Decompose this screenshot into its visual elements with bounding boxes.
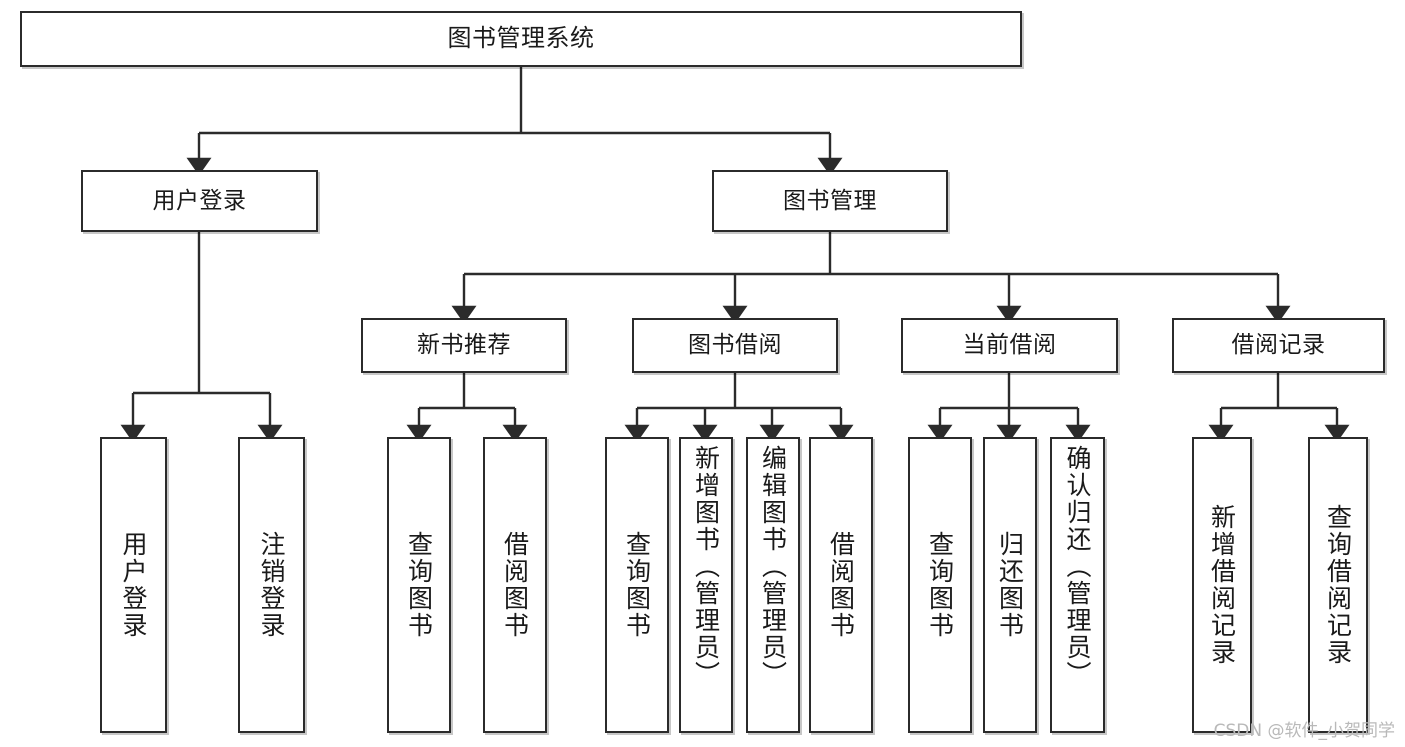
leaf-confirm-return-admin[interactable]: 确认归还（管理员） bbox=[1050, 437, 1105, 733]
node-label: 查询图书 bbox=[622, 531, 652, 639]
node-label: 用户登录 bbox=[152, 187, 247, 214]
leaf-query-borrow-record[interactable]: 查询借阅记录 bbox=[1308, 437, 1368, 733]
leaf-borrow-book-recommend[interactable]: 借阅图书 bbox=[483, 437, 547, 733]
csdn-watermark: CSDN @软件_小贺同学 bbox=[1213, 721, 1395, 741]
node-label: 借阅记录 bbox=[1231, 332, 1326, 359]
node-new-book-recommend[interactable]: 新书推荐 bbox=[361, 318, 567, 373]
node-user-login[interactable]: 用户登录 bbox=[81, 170, 318, 232]
node-label: 新增借阅记录 bbox=[1207, 504, 1237, 666]
node-label: 当前借阅 bbox=[962, 332, 1057, 359]
leaf-query-book-borrow[interactable]: 查询图书 bbox=[605, 437, 669, 733]
node-root-book-management-system[interactable]: 图书管理系统 bbox=[20, 11, 1022, 67]
leaf-borrow-book[interactable]: 借阅图书 bbox=[809, 437, 873, 733]
node-label: 图书管理系统 bbox=[447, 24, 595, 53]
node-label: 用户登录 bbox=[119, 531, 148, 639]
node-label: 查询图书 bbox=[925, 531, 955, 639]
leaf-add-borrow-record[interactable]: 新增借阅记录 bbox=[1192, 437, 1252, 733]
node-label: 确认归还（管理员） bbox=[1063, 445, 1092, 688]
node-label: 查询借阅记录 bbox=[1323, 504, 1353, 666]
leaf-query-book-current[interactable]: 查询图书 bbox=[908, 437, 972, 733]
node-label: 新书推荐 bbox=[417, 332, 511, 359]
node-book-borrow[interactable]: 图书借阅 bbox=[632, 318, 838, 373]
node-label: 查询图书 bbox=[404, 531, 434, 639]
leaf-user-login[interactable]: 用户登录 bbox=[100, 437, 167, 733]
leaf-edit-book-admin[interactable]: 编辑图书（管理员） bbox=[746, 437, 800, 733]
node-book-management[interactable]: 图书管理 bbox=[712, 170, 948, 232]
node-label: 图书管理 bbox=[783, 187, 877, 214]
leaf-query-book-recommend[interactable]: 查询图书 bbox=[387, 437, 451, 733]
node-label: 新增图书（管理员） bbox=[691, 445, 721, 688]
node-borrow-record[interactable]: 借阅记录 bbox=[1172, 318, 1385, 373]
node-label: 注销登录 bbox=[257, 531, 286, 639]
node-label: 编辑图书（管理员） bbox=[758, 445, 788, 688]
node-label: 归还图书 bbox=[995, 531, 1025, 639]
node-label: 借阅图书 bbox=[500, 531, 530, 639]
leaf-user-logout[interactable]: 注销登录 bbox=[238, 437, 305, 733]
node-label: 图书借阅 bbox=[688, 332, 782, 359]
node-current-borrow[interactable]: 当前借阅 bbox=[901, 318, 1118, 373]
leaf-add-book-admin[interactable]: 新增图书（管理员） bbox=[679, 437, 733, 733]
leaf-return-book[interactable]: 归还图书 bbox=[983, 437, 1037, 733]
node-label: 借阅图书 bbox=[826, 531, 856, 639]
